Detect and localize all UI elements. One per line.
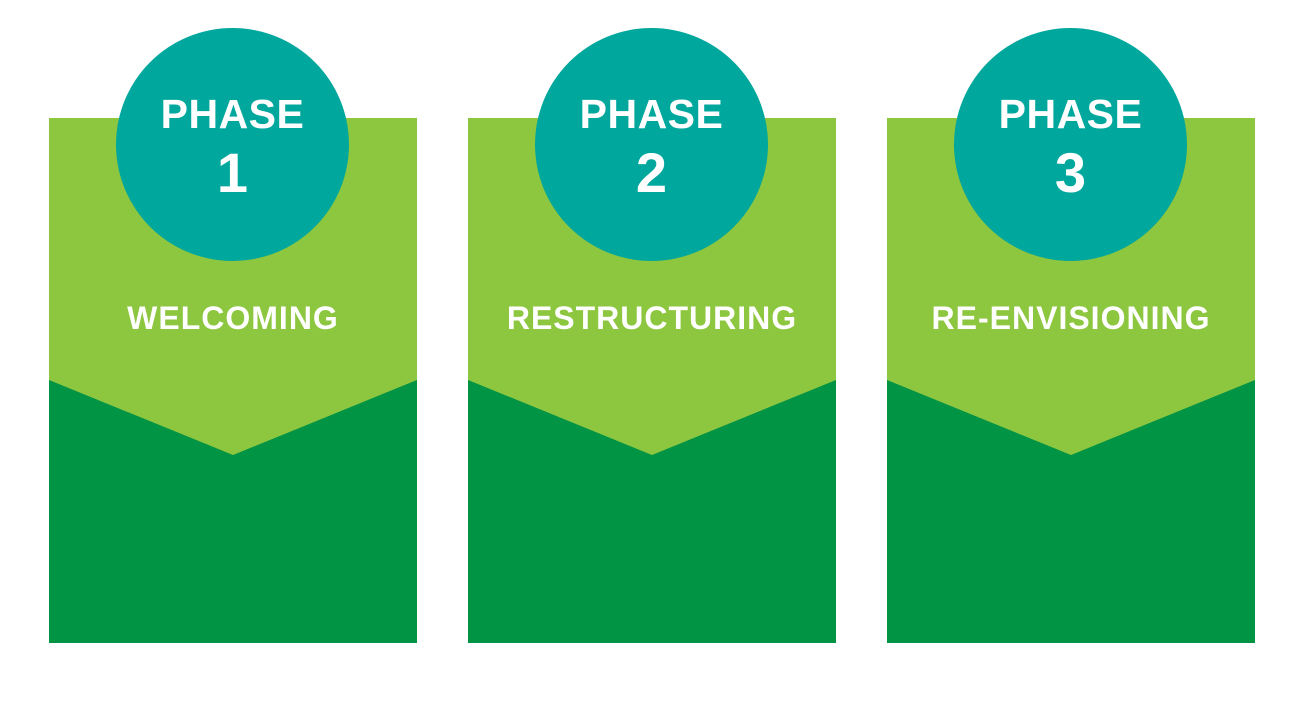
phase-badge: PHASE 3 (954, 28, 1187, 261)
phase-card-3: PHASE 3 RE-ENVISIONING (887, 28, 1255, 643)
phase-card-2: PHASE 2 RESTRUCTURING (468, 28, 836, 643)
phase-label: PHASE (579, 91, 724, 137)
card-chevron-panel (49, 380, 417, 643)
card-chevron-panel (887, 380, 1255, 643)
phase-title: RE-ENVISIONING (931, 300, 1211, 336)
phase-card-1: PHASE 1 WELCOMING (49, 28, 417, 643)
phase-label: PHASE (160, 91, 305, 137)
phase-title: WELCOMING (127, 300, 339, 336)
phase-number: 1 (216, 141, 249, 204)
phase-number: 3 (1054, 141, 1087, 204)
phase-label: PHASE (998, 91, 1143, 137)
card-chevron-panel (468, 380, 836, 643)
phase-title: RESTRUCTURING (506, 300, 798, 336)
phase-badge: PHASE 1 (116, 28, 349, 261)
phase-badge: PHASE 2 (535, 28, 768, 261)
phase-number: 2 (635, 141, 668, 204)
phase-card-background (887, 118, 1255, 643)
